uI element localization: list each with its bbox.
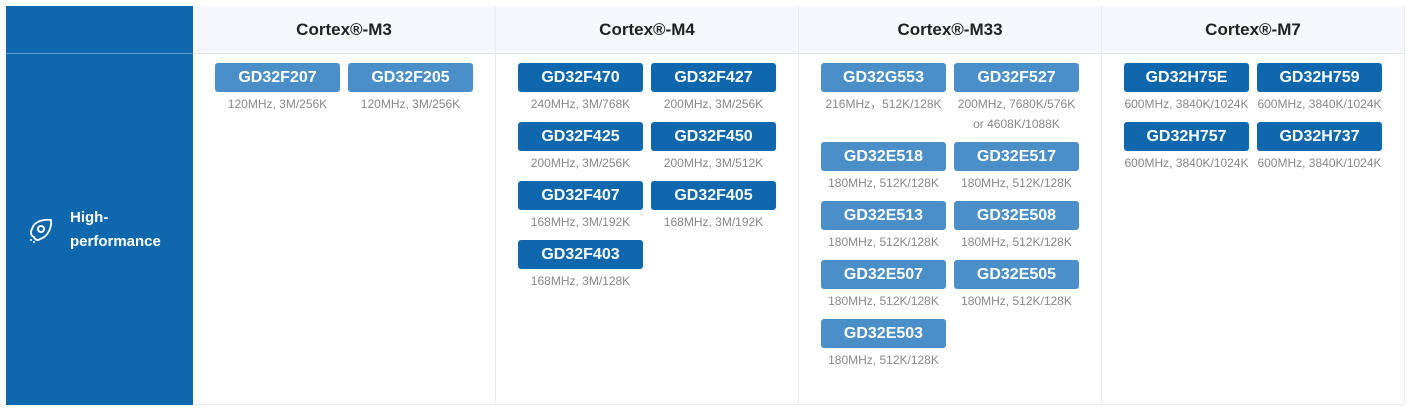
chip-list: GD32F207 120MHz, 3M/256K GD32F205 120MHz, 3… [193, 54, 495, 405]
product-spec: 240MHz, 3M/768K [530, 97, 631, 111]
product-spec: 168MHz, 3M/192K [663, 215, 764, 229]
product-button[interactable]: GD32E513 [821, 201, 946, 230]
product-spec: 120MHz, 3M/256K [227, 97, 328, 111]
product-spec: 200MHz, 3M/256K [663, 97, 764, 111]
product-item: GD32H759 600MHz, 3840K/1024K [1257, 63, 1382, 114]
product-spec: 180MHz, 512K/128K [961, 235, 1072, 249]
product-item: GD32H737 600MHz, 3840K/1024K [1257, 122, 1382, 173]
product-button[interactable]: GD32F527 [954, 63, 1079, 92]
product-item: GD32H75E 600MHz, 3840K/1024K [1124, 63, 1249, 114]
product-spec: 120MHz, 3M/256K [360, 97, 461, 111]
column-header: Cortex®-M3 [193, 6, 495, 54]
product-item: GD32F470 240MHz, 3M/768K [518, 63, 643, 114]
product-button[interactable]: GD32F427 [651, 63, 776, 92]
chip-list: GD32F470 240MHz, 3M/768K GD32F427 200MHz, 3… [496, 54, 798, 405]
column-header: Cortex®-M33 [799, 6, 1101, 54]
product-spec: 180MHz, 512K/128K [828, 176, 939, 190]
category-text: High- performance [70, 209, 161, 250]
product-spec: 600MHz, 3840K/1024K [1257, 156, 1382, 170]
product-item: GD32F207 120MHz, 3M/256K [215, 63, 340, 114]
product-item: GD32F405 168MHz, 3M/192K [651, 181, 776, 232]
product-item: GD32H757 600MHz, 3840K/1024K [1124, 122, 1249, 173]
product-item: GD32E507 180MHz, 512K/128K [821, 260, 946, 311]
product-item: GD32E518 180MHz, 512K/128K [821, 142, 946, 193]
product-item: GD32F403 168MHz, 3M/128K [518, 240, 643, 291]
product-item: GD32F205 120MHz, 3M/256K [348, 63, 473, 114]
rocket-icon [30, 218, 53, 243]
product-button[interactable]: GD32H757 [1124, 122, 1249, 151]
product-button[interactable]: GD32F407 [518, 181, 643, 210]
product-button[interactable]: GD32F207 [215, 63, 340, 92]
column-header: Cortex®-M4 [496, 6, 798, 54]
product-item: GD32G553 216MHz，512K/128K [821, 63, 946, 134]
chip-list: GD32H75E 600MHz, 3840K/1024K GD32H759 600MH… [1102, 54, 1404, 405]
product-button[interactable]: GD32E505 [954, 260, 1079, 289]
product-item: GD32F450 200MHz, 3M/512K [651, 122, 776, 173]
product-spec: 180MHz, 512K/128K [828, 294, 939, 308]
category-label: High- performance [26, 206, 161, 254]
product-item: GD32F527 200MHz, 7680K/576K or 4608K/1088… [954, 63, 1079, 134]
product-spec: 200MHz, 3M/256K [530, 156, 631, 170]
product-spec: 180MHz, 512K/128K [961, 176, 1072, 190]
product-spec: 600MHz, 3840K/1024K [1124, 156, 1249, 170]
product-button[interactable]: GD32H75E [1124, 63, 1249, 92]
product-item: GD32F407 168MHz, 3M/192K [518, 181, 643, 232]
product-spec: 216MHz，512K/128K [825, 97, 942, 111]
product-button[interactable]: GD32E508 [954, 201, 1079, 230]
product-item: GD32E508 180MHz, 512K/128K [954, 201, 1079, 252]
product-item: GD32F425 200MHz, 3M/256K [518, 122, 643, 173]
product-spec: 200MHz, 3M/512K [663, 156, 764, 170]
product-spec: 200MHz, 7680K/576K or 4608K/1088K [957, 97, 1076, 131]
category-header [6, 6, 193, 54]
product-item: GD32E517 180MHz, 512K/128K [954, 142, 1079, 193]
product-spec: 180MHz, 512K/128K [828, 235, 939, 249]
product-spec: 168MHz, 3M/128K [530, 274, 631, 288]
product-item: GD32E503 180MHz, 512K/128K [821, 319, 946, 370]
product-button[interactable]: GD32E518 [821, 142, 946, 171]
chip-list: GD32G553 216MHz，512K/128K GD32F527 200MHz, … [799, 54, 1101, 405]
product-button[interactable]: GD32F450 [651, 122, 776, 151]
product-button[interactable]: GD32F205 [348, 63, 473, 92]
column-header: Cortex®-M7 [1102, 6, 1404, 54]
product-spec: 168MHz, 3M/192K [530, 215, 631, 229]
product-button[interactable]: GD32E517 [954, 142, 1079, 171]
product-button[interactable]: GD32E503 [821, 319, 946, 348]
category-column: High- performance [6, 6, 193, 405]
product-button[interactable]: GD32F425 [518, 122, 643, 151]
product-spec: 180MHz, 512K/128K [961, 294, 1072, 308]
product-button[interactable]: GD32H737 [1257, 122, 1382, 151]
product-button[interactable]: GD32F470 [518, 63, 643, 92]
product-spec: 180MHz, 512K/128K [828, 353, 939, 367]
product-button[interactable]: GD32F403 [518, 240, 643, 269]
product-button[interactable]: GD32G553 [821, 63, 946, 92]
product-item: GD32E513 180MHz, 512K/128K [821, 201, 946, 252]
product-spec: 600MHz, 3840K/1024K [1124, 97, 1249, 111]
product-item: GD32E505 180MHz, 512K/128K [954, 260, 1079, 311]
product-item: GD32F427 200MHz, 3M/256K [651, 63, 776, 114]
product-button[interactable]: GD32H759 [1257, 63, 1382, 92]
product-spec: 600MHz, 3840K/1024K [1257, 97, 1382, 111]
product-button[interactable]: GD32E507 [821, 260, 946, 289]
product-button[interactable]: GD32F405 [651, 181, 776, 210]
